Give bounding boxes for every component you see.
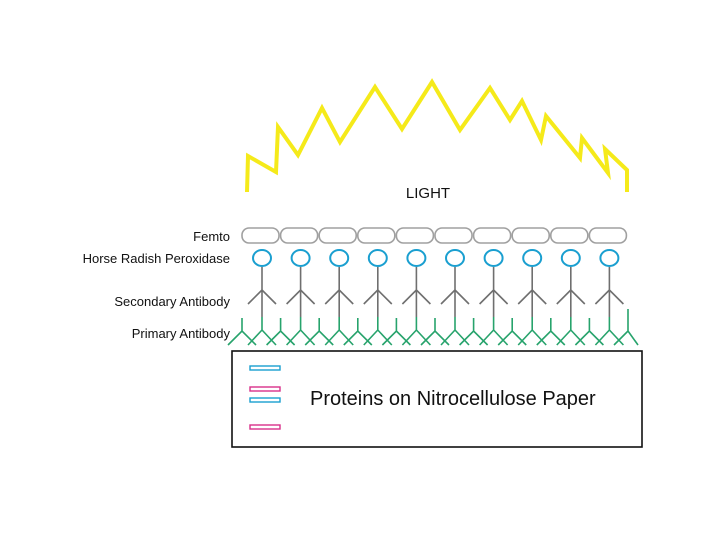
femto-unit [279, 227, 319, 244]
hrp-enzyme [329, 249, 350, 267]
hrp-enzyme [290, 249, 311, 267]
antibody-link [324, 317, 354, 346]
primary-antibody-row [227, 309, 639, 346]
secondary-antibody [479, 267, 509, 317]
antibody-link [556, 317, 586, 346]
nitrocellulose-paper [231, 350, 643, 448]
protein-band-1 [249, 365, 281, 371]
femto-unit [318, 227, 358, 244]
antibody-link [401, 317, 431, 346]
hrp-enzyme [522, 249, 543, 267]
secondary-antibody [517, 267, 547, 317]
antibody-link [247, 317, 277, 346]
hrp-enzyme [599, 249, 620, 267]
secondary-antibody [247, 267, 277, 317]
paper-label: Proteins on Nitrocellulose Paper [310, 388, 596, 410]
femto-unit [241, 227, 280, 244]
protein-band-3 [249, 397, 281, 403]
femto-unit [356, 227, 396, 244]
antibody-link [479, 317, 509, 346]
secondary-antibody [594, 267, 624, 317]
secondary-antibody-label: Secondary Antibody [114, 294, 230, 309]
hrp-enzyme [483, 249, 504, 267]
light-label: LIGHT [406, 185, 450, 202]
protein-band-4 [249, 424, 281, 430]
secondary-antibody [440, 267, 470, 317]
secondary-antibody [401, 267, 431, 317]
secondary-antibody-row [247, 267, 624, 317]
femto-unit [549, 227, 589, 244]
femto-unit [511, 227, 551, 244]
secondary-antibody [286, 267, 316, 317]
hrp-label: Horse Radish Peroxidase [83, 251, 230, 266]
secondary-antibody [556, 267, 586, 317]
femto-label: Femto [193, 229, 230, 244]
femto-row [241, 227, 628, 244]
hrp-enzyme [367, 249, 388, 267]
secondary-antibody [324, 267, 354, 317]
antibody-link [440, 317, 470, 346]
hrp-enzyme [406, 249, 427, 267]
light-zigzag [245, 78, 629, 193]
femto-unit [588, 227, 628, 244]
secondary-antibody [363, 267, 393, 317]
hrp-row [252, 249, 620, 267]
antibody-link [286, 317, 316, 346]
hrp-enzyme [252, 249, 272, 267]
protein-band-2 [249, 386, 281, 392]
hrp-enzyme [445, 249, 465, 267]
antibody-link [363, 317, 393, 346]
femto-unit [434, 227, 473, 244]
hrp-enzyme [560, 249, 581, 267]
femto-unit [395, 227, 435, 244]
primary-antibody-label: Primary Antibody [132, 326, 231, 341]
femto-unit [472, 227, 512, 244]
antibody-link [594, 317, 624, 346]
antibody-link [517, 317, 547, 346]
